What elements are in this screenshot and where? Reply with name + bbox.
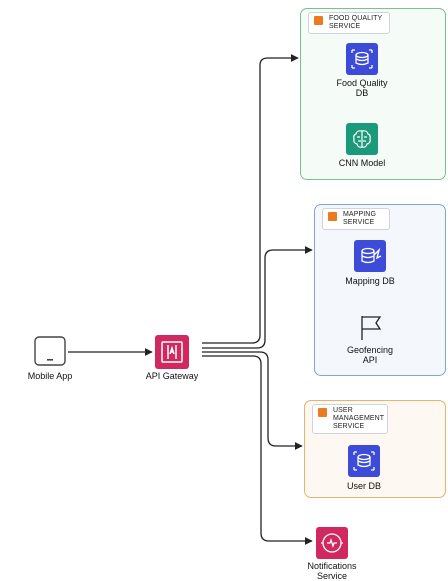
user-db-node[interactable] [348, 445, 380, 477]
arrow-to-food-quality [202, 54, 299, 344]
api-gateway-node[interactable] [155, 335, 189, 369]
mobile-device-icon [34, 336, 66, 366]
database-icon [353, 451, 375, 471]
service-badge-icon [328, 212, 337, 221]
notifications-service-label: Notifications Service [307, 561, 357, 581]
geofencing-api-node[interactable] [356, 312, 386, 342]
mapping-service-group [314, 204, 446, 376]
mobile-app-node[interactable] [34, 336, 66, 368]
api-gateway-icon [161, 341, 183, 363]
api-gateway-label: API Gateway [145, 371, 199, 381]
mapping-db-node[interactable] [354, 240, 386, 272]
flag-icon [361, 316, 382, 340]
service-badge-icon [318, 408, 327, 417]
arrow-to-user-mgmt [202, 351, 303, 450]
user-db-label: User DB [346, 481, 381, 491]
arrow-to-notifications [202, 355, 313, 545]
geofencing-api-label: Geofencing API [346, 345, 394, 365]
notification-icon [321, 533, 343, 553]
mobile-app-label: Mobile App [27, 371, 73, 381]
mapping-db-label: Mapping DB [345, 276, 395, 286]
database-icon [361, 247, 382, 264]
service-badge-icon [314, 16, 323, 25]
food-quality-db-label: Food Quality DB [336, 78, 388, 98]
brain-icon [353, 130, 371, 148]
cnn-model-node[interactable] [346, 123, 378, 155]
cnn-model-label: CNN Model [338, 158, 386, 168]
notifications-service-node[interactable] [316, 527, 348, 559]
mapping-service-title: MAPPING SERVICE [322, 208, 390, 230]
food-quality-db-node[interactable] [346, 43, 378, 75]
database-icon [351, 49, 373, 69]
food-quality-service-title: FOOD QUALITY SERVICE [308, 12, 390, 34]
arrow-to-mapping [202, 246, 313, 349]
user-management-service-title: USER MANAGEMENT SERVICE [312, 404, 388, 434]
